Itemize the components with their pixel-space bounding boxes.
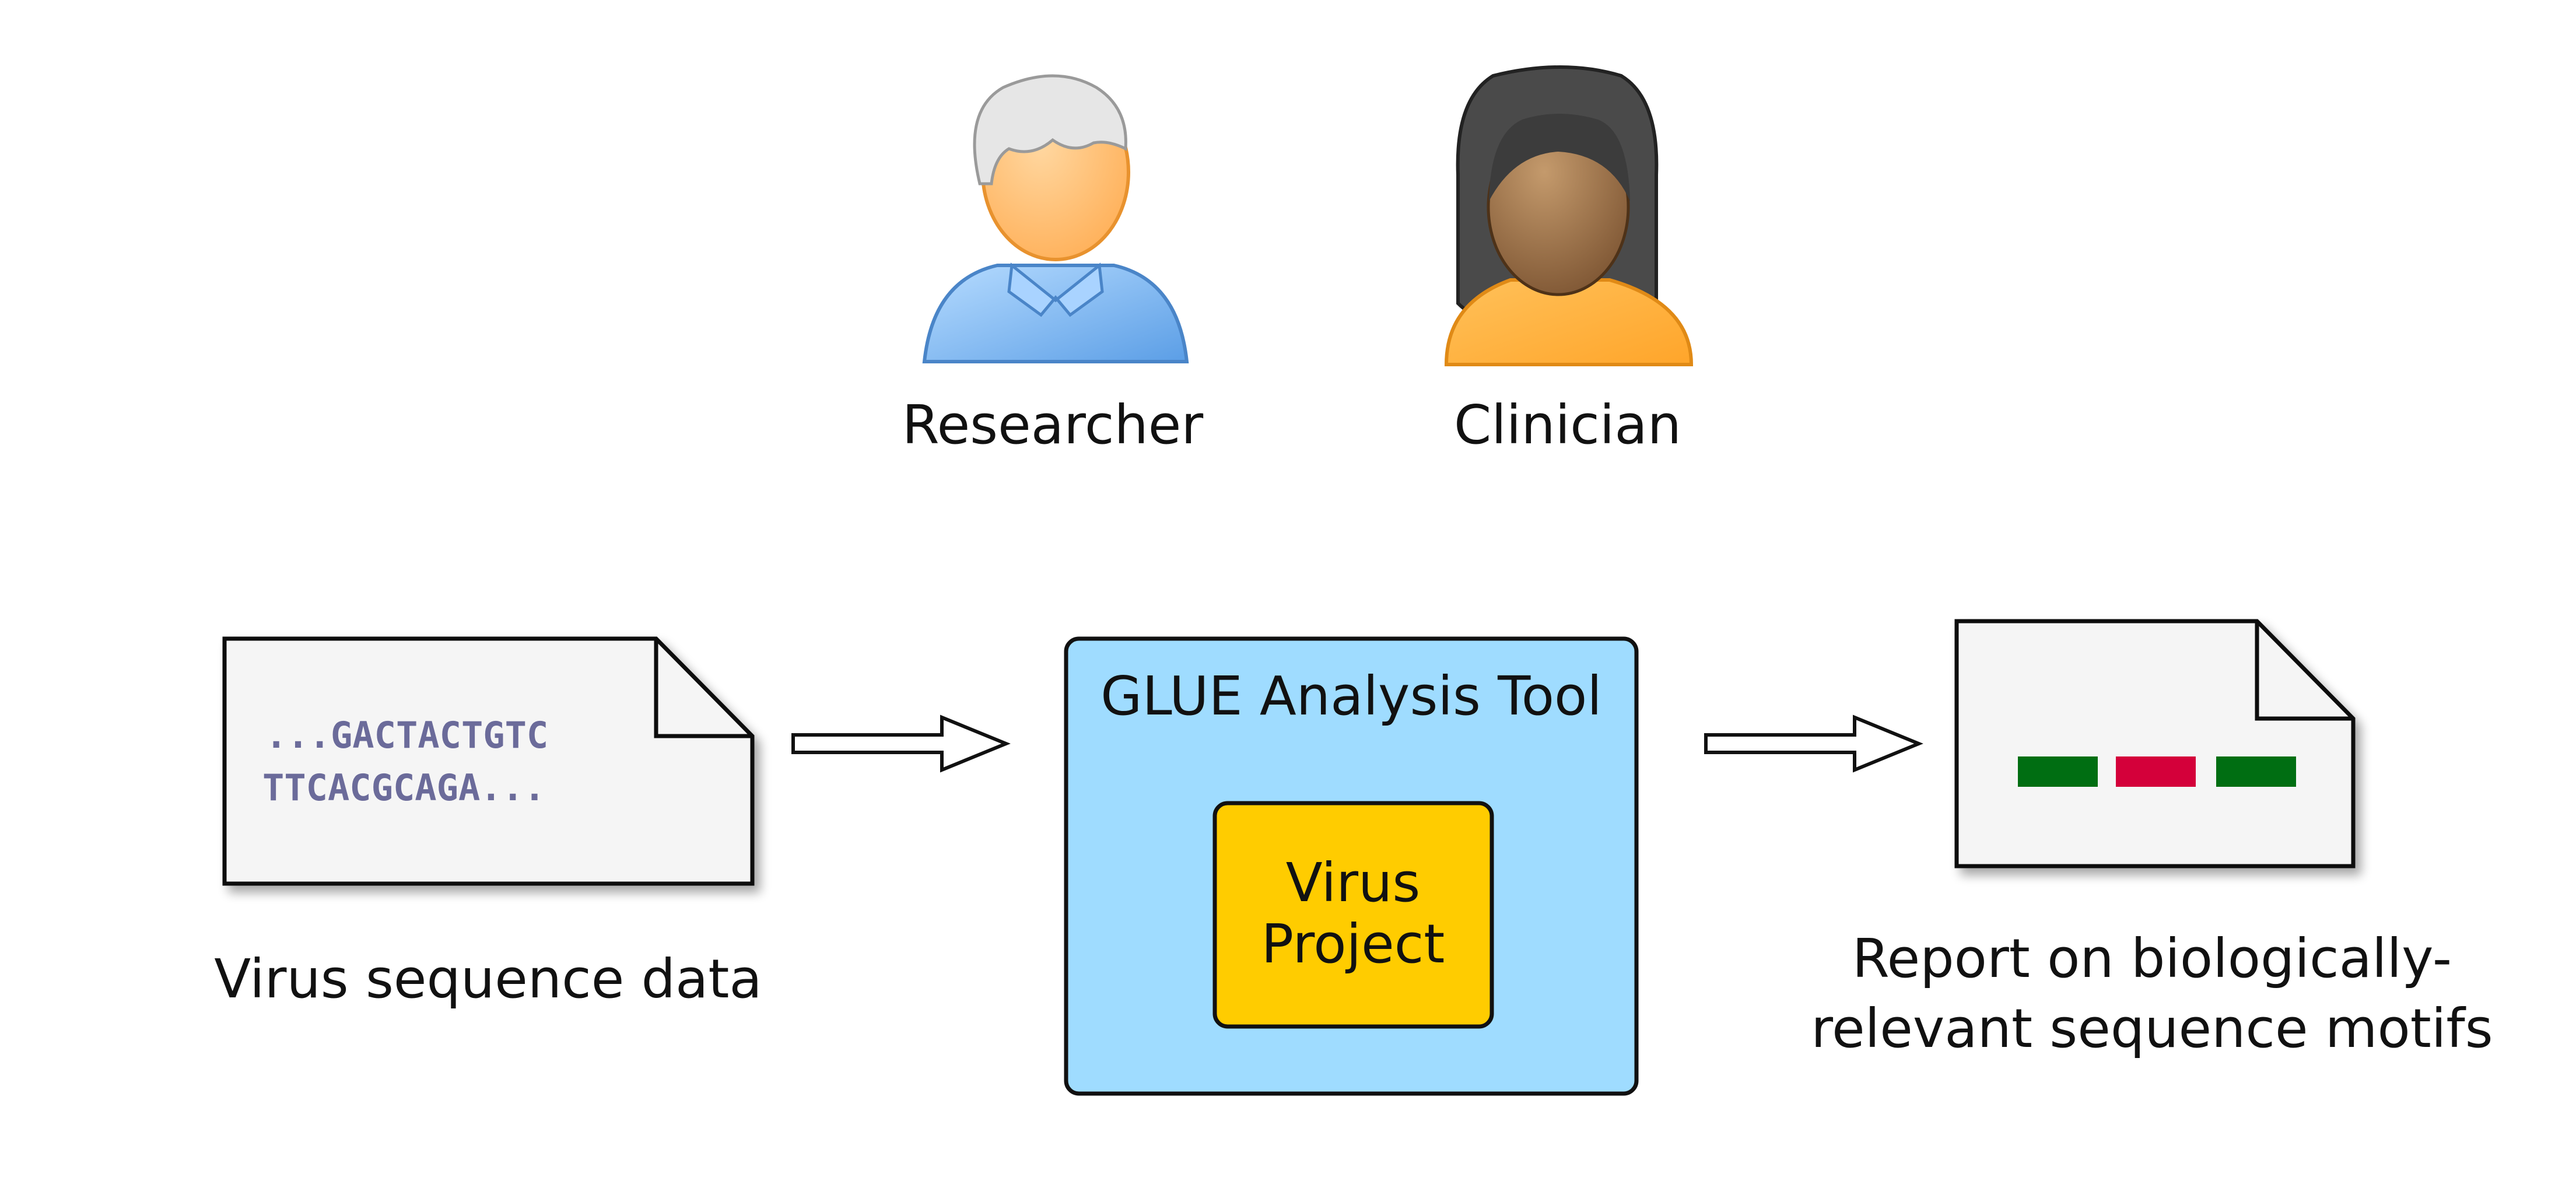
- motif-marker: [2216, 756, 2296, 787]
- clinician-person-icon: [1444, 65, 1694, 366]
- report-document-icon: [1954, 619, 2356, 868]
- report-caption-line-1: Report on biologically-: [1852, 927, 2452, 990]
- report-caption-line-2: relevant sequence motifs: [1811, 997, 2493, 1060]
- researcher-person-icon: [922, 74, 1189, 363]
- document-icon: [222, 636, 755, 886]
- researcher-label: Researcher: [902, 394, 1204, 456]
- project-label-line-1: Virus: [1286, 852, 1421, 914]
- virus-project-box: [1212, 801, 1494, 1029]
- tool-title: GLUE Analysis Tool: [1101, 665, 1602, 727]
- arrow-right-icon: [1704, 714, 1923, 773]
- motif-marker: [2018, 756, 2098, 787]
- input-caption: Virus sequence data: [214, 948, 762, 1010]
- motif-markers: [2018, 756, 2296, 787]
- arrow-right-icon: [791, 714, 1011, 773]
- clinician-label: Clinician: [1454, 394, 1681, 456]
- sequence-line-1: ...GACTACTGTC: [265, 714, 548, 756]
- project-label-line-2: Project: [1261, 913, 1445, 975]
- sequence-line-2: TTCACGCAGA...: [262, 766, 545, 809]
- motif-marker: [2116, 756, 2196, 787]
